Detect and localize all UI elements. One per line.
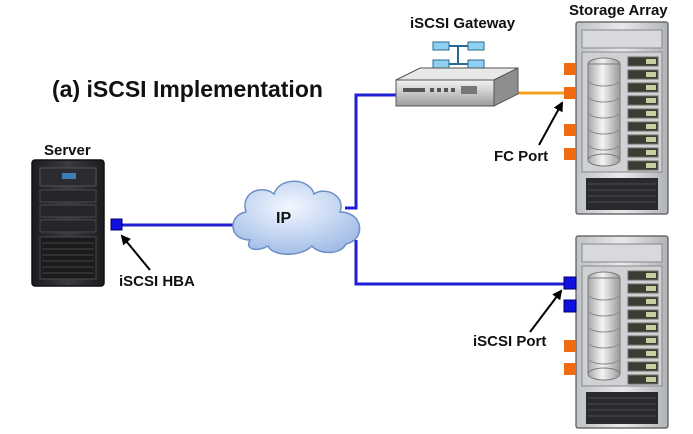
arrow-iscsi-hba <box>120 234 151 271</box>
storage-array-icon <box>575 235 669 429</box>
iscsi-hba-port <box>110 218 123 231</box>
arrow-iscsi-port <box>529 289 563 333</box>
arrow-fc-port <box>538 101 563 146</box>
storage-array-icon <box>575 21 669 215</box>
gateway-switch-icon <box>395 41 519 107</box>
ip-network-label: IP <box>276 210 292 227</box>
iscsi-port-label: iSCSI Port <box>473 333 547 350</box>
callout-arrows <box>120 101 563 333</box>
ip-link-cloud-to-gateway <box>345 93 396 210</box>
ip-link-cloud-to-array <box>354 240 568 286</box>
fc-ports-lower <box>564 340 576 375</box>
fc-ports <box>564 63 576 160</box>
connections <box>120 91 568 286</box>
fc-port-label: FC Port <box>494 148 549 165</box>
iscsi-gateway-label: iSCSI Gateway <box>410 15 516 32</box>
diagram-title: (a) iSCSI Implementation <box>52 76 323 102</box>
iscsi-ports <box>563 276 577 313</box>
iscsi-hba-label: iSCSI HBA <box>119 273 195 290</box>
cloud-icon <box>232 180 361 255</box>
server-tower-icon <box>31 159 105 287</box>
server-label: Server <box>44 142 91 159</box>
storage-array-label: Storage Array <box>569 2 668 19</box>
